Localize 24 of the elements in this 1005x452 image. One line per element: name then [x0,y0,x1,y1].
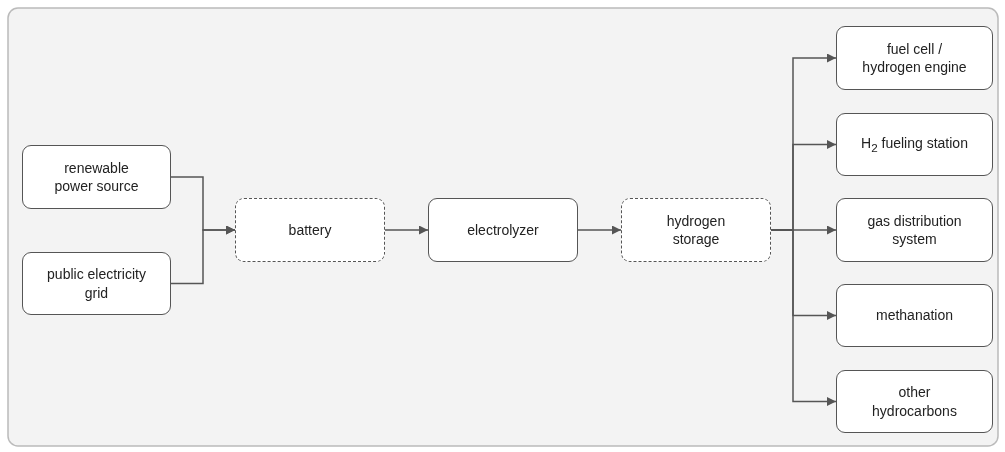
box-label: electrolyzer [467,220,539,240]
process-box [836,198,993,262]
process-box [836,284,993,347]
box-label: hydrogen storage [665,211,727,249]
box-label: battery [288,220,332,240]
box-label: H$_{2}$ fueling station [861,134,968,155]
process-box [235,198,385,262]
box-label: fuel cell / hydrogen engine [861,39,968,77]
process-box [836,113,993,176]
process-box [836,370,993,433]
box-label: public electricity grid [46,265,147,302]
box-label: gas distribution system [866,211,963,249]
box-label: other hydrocarbons [871,383,958,420]
arrow [577,225,622,235]
process-box [22,145,171,209]
process-box [621,198,771,262]
arrow [170,225,236,285]
box-label: renewable power source [53,158,140,196]
arrow [384,225,429,235]
arrow [770,229,837,406]
box-label: methanation [875,306,954,325]
process-box [22,252,171,315]
process-box [428,198,578,262]
process-box [836,26,993,90]
